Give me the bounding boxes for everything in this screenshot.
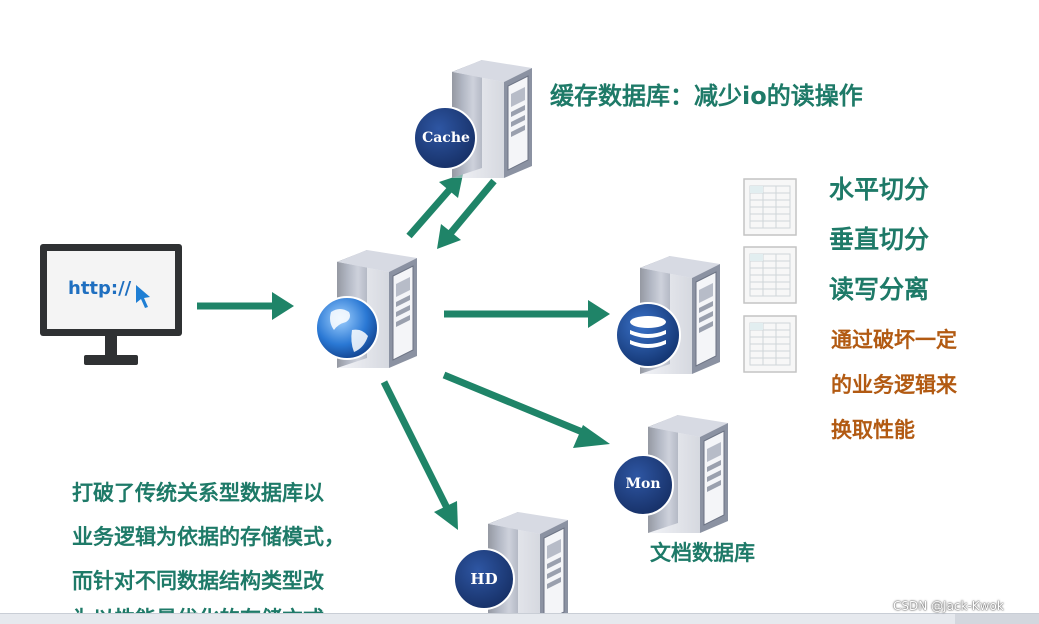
db-label-vertical-split: 垂直切分 <box>829 225 930 254</box>
client-url-text: http:// <box>68 278 132 299</box>
db-label-horizontal-split: 水平切分 <box>829 175 930 204</box>
description-line-4: 为以性能最优化的存储方式 <box>72 603 324 613</box>
cache-server-icon <box>413 59 533 179</box>
table-sheet-icon-3 <box>743 315 797 373</box>
hdfs-server-icon <box>453 511 569 623</box>
description-line-3: 而针对不同数据结构类型改 <box>72 569 324 593</box>
cache-badge-text: Cache <box>422 130 470 146</box>
hdfs-badge-text: HD <box>470 570 498 588</box>
cache-db-label: 缓存数据库：减少io的读操作 <box>550 82 863 110</box>
description-line-1: 打破了传统关系型数据库以 <box>72 481 324 505</box>
document-db-label: 文档数据库 <box>650 541 755 565</box>
db-note-line-1: 通过破坏一定 <box>831 328 957 352</box>
bottom-toolbar <box>0 613 1039 624</box>
db-note-line-2: 的业务逻辑来 <box>831 373 957 397</box>
table-sheet-icon-1 <box>743 178 797 236</box>
mongo-badge-text: Mon <box>625 476 661 492</box>
table-sheet-icon-2 <box>743 246 797 304</box>
db-note-line-3: 换取性能 <box>831 418 915 442</box>
description-line-2: 业务逻辑为依据的存储模式， <box>72 525 345 549</box>
web-server-icon <box>315 249 418 369</box>
arrow-web-to-db <box>444 300 610 328</box>
cursor-icon <box>136 285 150 308</box>
mongo-server-icon <box>612 414 729 534</box>
client-monitor-icon <box>40 244 182 365</box>
database-server-icon <box>615 255 721 375</box>
arrow-cache-to-web <box>437 178 497 249</box>
arrow-web-to-cache <box>406 174 463 239</box>
arrow-web-to-hdfs <box>380 380 458 530</box>
toolbar-tab <box>955 614 1039 624</box>
watermark-text: CSDN @Jack-Kwok <box>893 599 1004 613</box>
db-label-read-write-split: 读写分离 <box>829 275 930 304</box>
arrow-web-to-mongo <box>442 371 610 448</box>
arrow-client-to-web <box>197 292 294 320</box>
